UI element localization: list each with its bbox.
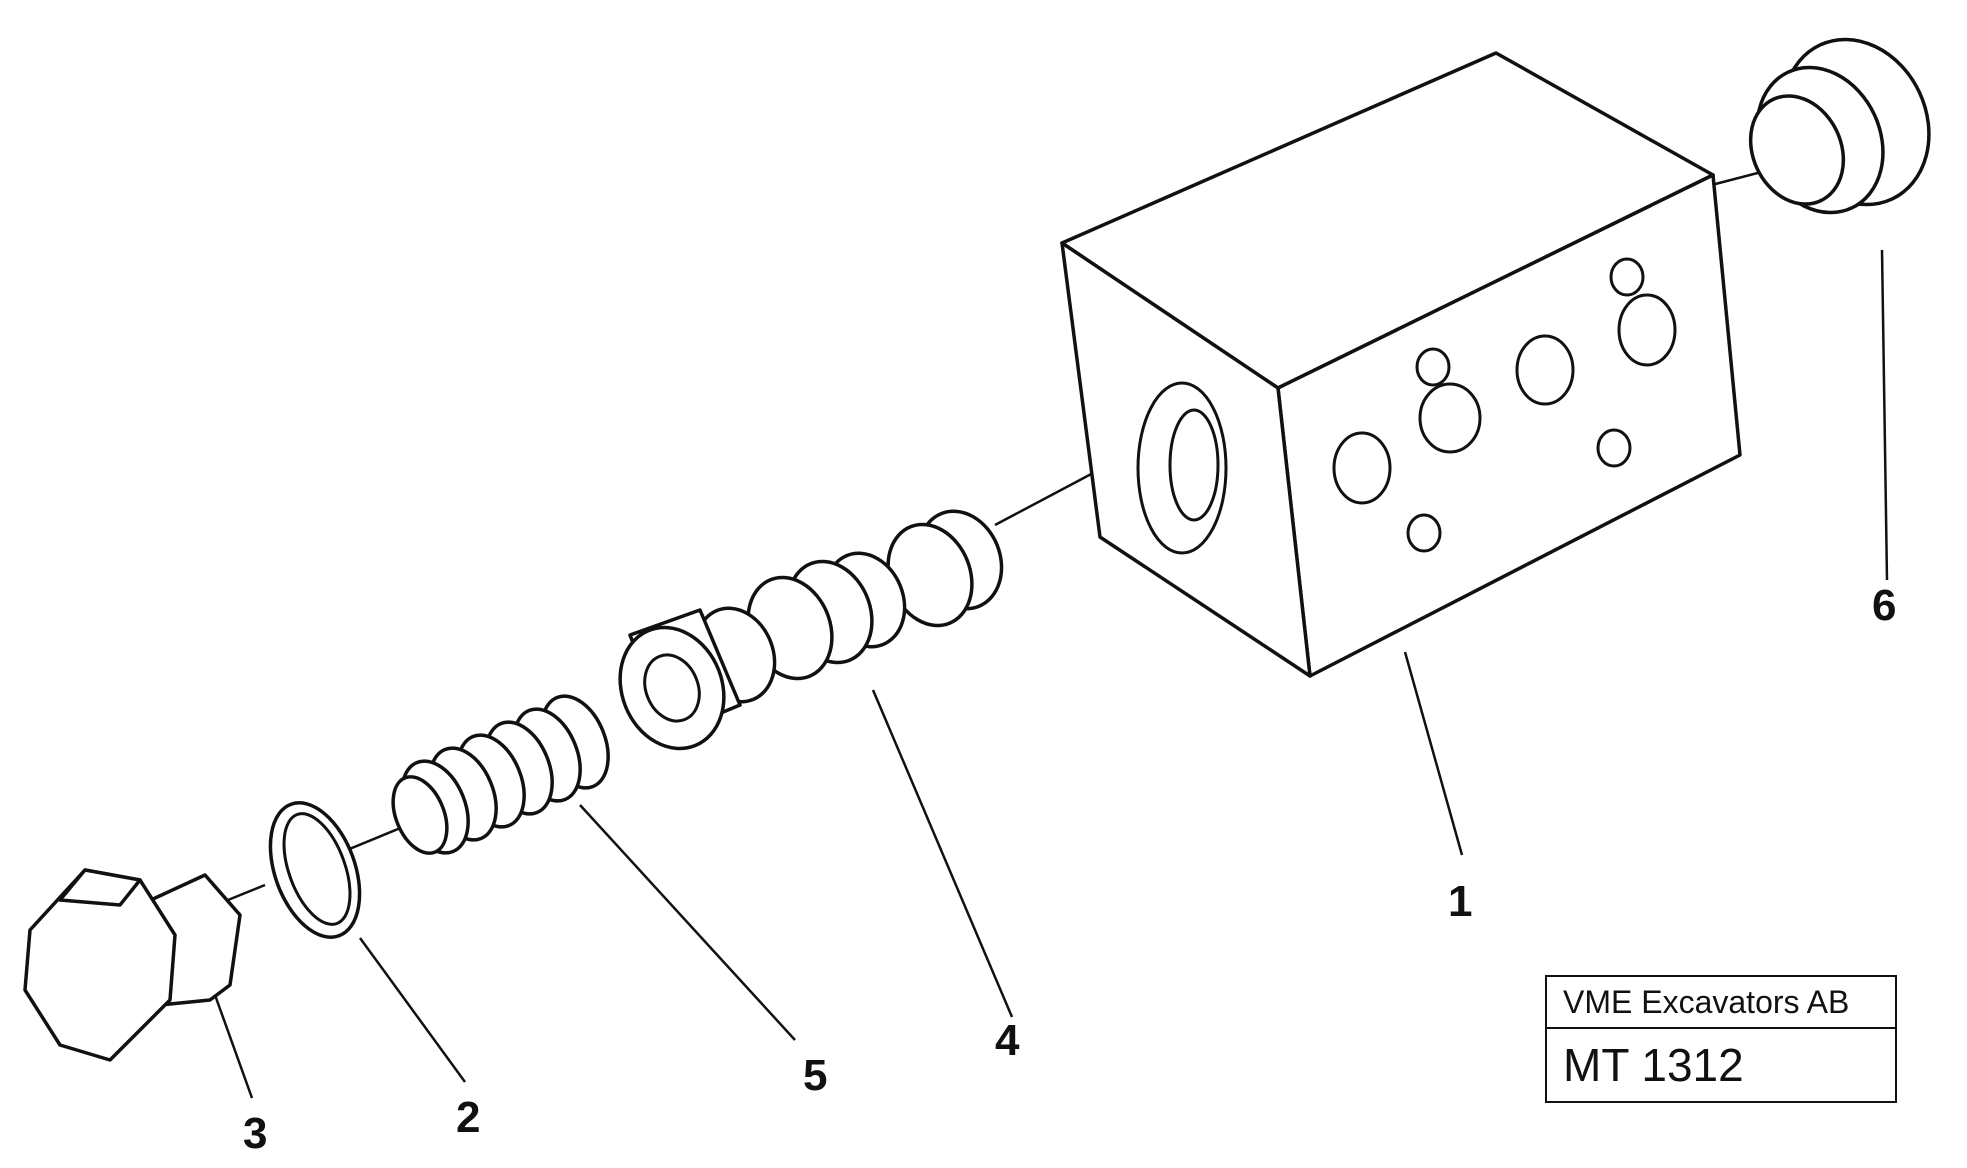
title-block: VME Excavators AB MT 1312 — [1545, 975, 1897, 1103]
plug-part-6 — [1748, 37, 1931, 215]
leader-lines — [213, 249, 1889, 1099]
spring-part-5 — [391, 694, 610, 855]
company-name: VME Excavators AB — [1547, 977, 1895, 1029]
callout-4: 4 — [995, 1016, 1020, 1065]
drawing-number: MT 1312 — [1563, 1039, 1744, 1091]
callout-6: 6 — [1872, 581, 1896, 630]
hex-plug-part-3 — [23, 868, 242, 1062]
valve-housing-block — [1060, 51, 1742, 678]
callout-5: 5 — [803, 1051, 827, 1100]
sealing-ring-part-2 — [268, 801, 362, 939]
callout-1: 1 — [1448, 877, 1472, 926]
valve-spool-part-4 — [618, 509, 1004, 751]
callout-3: 3 — [243, 1109, 267, 1158]
callout-2: 2 — [456, 1093, 480, 1142]
